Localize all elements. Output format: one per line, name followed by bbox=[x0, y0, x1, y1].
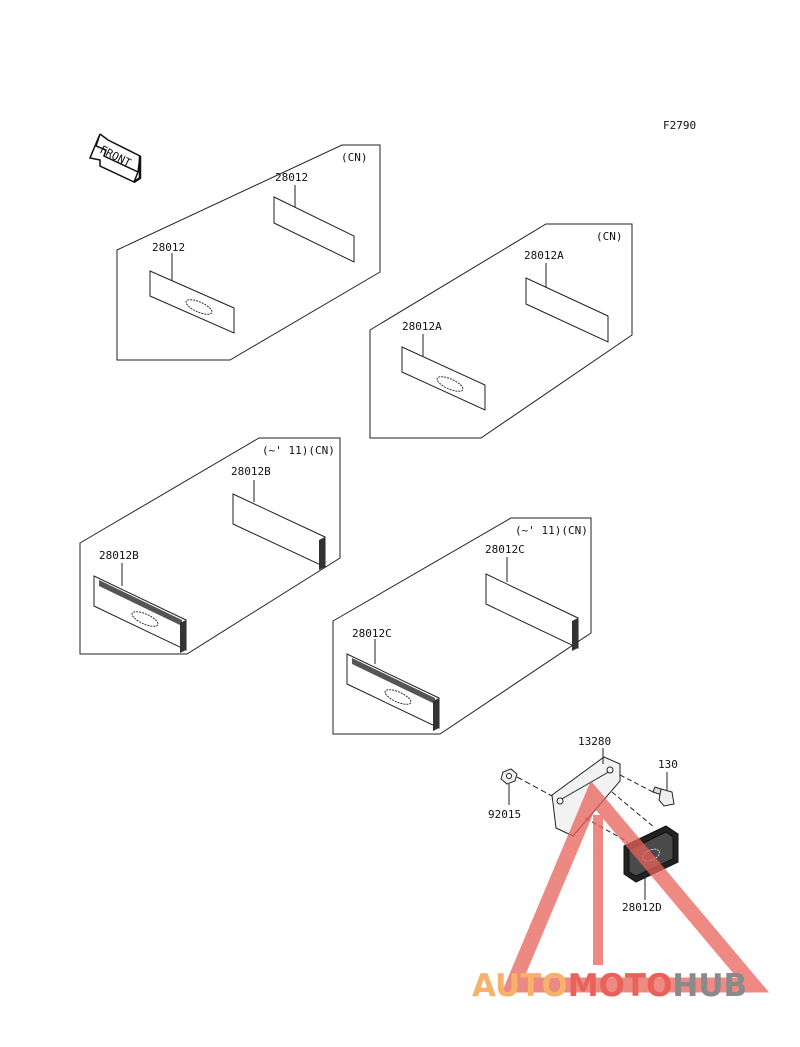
group-3: (~' 11)(CN) 28012B 28012B bbox=[79, 437, 341, 655]
watermark-part2: MOTO bbox=[568, 968, 673, 1004]
group-1-decal-plain bbox=[273, 196, 355, 263]
logo-icon bbox=[131, 611, 159, 627]
front-arrow-icon: FRONT bbox=[88, 133, 142, 184]
group-3-part-label-a: 28012B bbox=[231, 465, 271, 478]
watermark-part3: HUB bbox=[672, 968, 747, 1004]
group-1-part-label-b: 28012 bbox=[152, 241, 185, 254]
bracket-label: 13280 bbox=[578, 735, 611, 748]
bolt-130 bbox=[619, 772, 675, 807]
logo-icon bbox=[185, 299, 213, 315]
group-2: (CN) 28012A 28012A bbox=[369, 223, 633, 439]
reflector-label: 28012D bbox=[622, 901, 662, 914]
watermark-text: AUTOMOTOHUB bbox=[472, 968, 747, 1004]
nut-label: 92015 bbox=[488, 808, 521, 821]
group-2-part-label-b: 28012A bbox=[402, 320, 442, 333]
logo-icon bbox=[436, 376, 464, 392]
group-2-decal-logo bbox=[401, 346, 486, 411]
group-3-part-label-b: 28012B bbox=[99, 549, 139, 562]
group-2-part-label-a: 28012A bbox=[524, 249, 564, 262]
group-4-part-label-b: 28012C bbox=[352, 627, 392, 640]
logo-icon bbox=[384, 689, 412, 705]
figure-code: F2790 bbox=[663, 119, 696, 132]
group-1-decal-logo bbox=[149, 270, 235, 334]
group-1-part-label-a: 28012 bbox=[275, 171, 308, 184]
group-2-decal-plain bbox=[525, 277, 609, 343]
group-4-condition: (~' 11)(CN) bbox=[515, 524, 588, 537]
group-1: (CN) 28012 28012 bbox=[116, 144, 381, 361]
group-2-condition: (CN) bbox=[596, 230, 623, 243]
bolt-label: 130 bbox=[658, 758, 678, 771]
watermark-logo-icon bbox=[501, 780, 770, 993]
group-4: (~' 11)(CN) 28012C 28012C bbox=[332, 517, 592, 735]
group-1-condition: (CN) bbox=[341, 151, 368, 164]
group-4-part-label-a: 28012C bbox=[485, 543, 525, 556]
group-3-condition: (~' 11)(CN) bbox=[262, 444, 335, 457]
watermark-part1: AUTO bbox=[472, 968, 568, 1004]
